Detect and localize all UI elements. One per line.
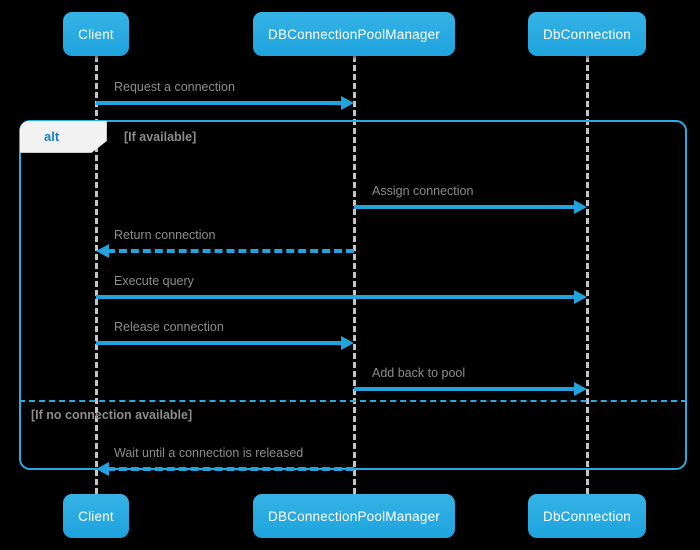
message-line-m1 <box>96 101 343 105</box>
message-label-m6: Add back to pool <box>372 366 466 380</box>
message-arrowhead-m7 <box>96 462 109 476</box>
message-line-m4 <box>96 295 576 299</box>
footer-participant-dbconn[interactable]: DbConnection <box>528 494 646 538</box>
message-label-m3: Return connection <box>114 228 216 242</box>
message-arrowhead-m2 <box>574 200 587 214</box>
footer-participant-client[interactable]: Client <box>63 494 129 538</box>
header-participant-manager[interactable]: DBConnectionPoolManager <box>253 12 455 56</box>
message-arrowhead-m3 <box>96 244 109 258</box>
alt-fragment-operator-tab: alt <box>20 121 107 153</box>
participant-label: DbConnection <box>543 26 631 42</box>
lifeline-client <box>95 56 98 494</box>
message-arrowhead-m5 <box>341 336 354 350</box>
message-label-m5: Release connection <box>114 320 224 334</box>
message-label-m7: Wait until a connection is released <box>114 446 304 460</box>
lifeline-manager <box>353 56 356 494</box>
alt-fragment-guard-1: [If no connection available] <box>31 408 193 422</box>
participant-label: DBConnectionPoolManager <box>268 26 440 42</box>
participant-label: Client <box>78 508 114 524</box>
message-label-m2: Assign connection <box>372 184 474 198</box>
message-line-m2 <box>354 205 576 209</box>
message-label-m4: Execute query <box>114 274 194 288</box>
message-line-m5 <box>96 341 343 345</box>
alt-fragment-divider <box>19 400 687 402</box>
participant-label: DbConnection <box>543 508 631 524</box>
message-line-m7 <box>107 467 354 471</box>
header-participant-dbconn[interactable]: DbConnection <box>528 12 646 56</box>
lifeline-dbconn <box>586 56 589 494</box>
header-participant-client[interactable]: Client <box>63 12 129 56</box>
message-line-m3 <box>107 249 354 253</box>
alt-fragment-guard-0: [If available] <box>124 130 197 144</box>
message-label-m1: Request a connection <box>114 80 235 94</box>
participant-label: DBConnectionPoolManager <box>268 508 440 524</box>
message-line-m6 <box>354 387 576 391</box>
participant-label: Client <box>78 26 114 42</box>
message-arrowhead-m1 <box>341 96 354 110</box>
message-arrowhead-m4 <box>574 290 587 304</box>
alt-fragment-operator-label: alt <box>44 129 60 144</box>
footer-participant-manager[interactable]: DBConnectionPoolManager <box>253 494 455 538</box>
message-arrowhead-m6 <box>574 382 587 396</box>
